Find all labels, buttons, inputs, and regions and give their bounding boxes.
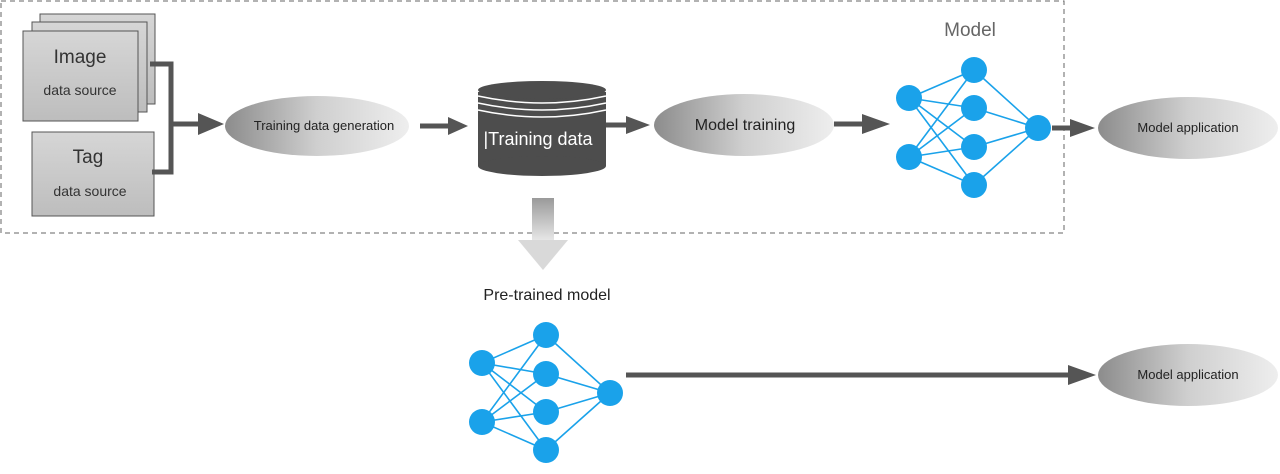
- arrow-database-to-training-head: [626, 116, 650, 134]
- network-edge: [908, 69, 975, 158]
- trained-model-network-icon: [896, 57, 1051, 198]
- network-node: [896, 85, 922, 111]
- image-source-title: Image: [54, 47, 107, 68]
- network-node: [533, 322, 559, 348]
- network-node: [533, 437, 559, 463]
- pretrained-model-label: Pre-trained model: [483, 287, 610, 304]
- training-data-generation-node: Training data generation: [225, 96, 409, 156]
- network-node: [533, 361, 559, 387]
- network-node: [896, 144, 922, 170]
- network-node: [961, 95, 987, 121]
- network-edge: [973, 69, 1039, 129]
- model-application-node-top: Model application: [1098, 97, 1278, 159]
- model-training-node: Model training: [654, 94, 834, 156]
- model-region-boundary: [0, 0, 1065, 234]
- network-edge: [481, 334, 547, 423]
- model-application-label-bottom: Model application: [1137, 367, 1238, 382]
- arrow-pretrained-to-application-head: [1068, 365, 1096, 385]
- network-node: [961, 172, 987, 198]
- down-arrow: [518, 198, 568, 270]
- network-edge: [973, 127, 1039, 186]
- tag-source-title: Tag: [73, 147, 104, 168]
- network-node: [1025, 115, 1051, 141]
- image-source-subtitle: data source: [43, 82, 116, 98]
- arrow-training-to-model-head: [862, 114, 890, 134]
- network-node: [533, 399, 559, 425]
- network-edge: [908, 107, 975, 158]
- tag-data-source: Tag data source: [31, 131, 155, 217]
- model-application-label-top: Model application: [1137, 120, 1238, 135]
- network-edge: [545, 392, 611, 451]
- network-node: [469, 350, 495, 376]
- pretrained-model-network-icon: [469, 322, 623, 463]
- tag-source-subtitle: data source: [53, 183, 126, 199]
- network-node: [597, 380, 623, 406]
- network-node: [961, 57, 987, 83]
- model-application-node-bottom: Model application: [1098, 344, 1278, 406]
- network-edge: [908, 97, 975, 148]
- model-region-label: Model: [944, 20, 996, 41]
- training-data-database: |Training data: [477, 81, 607, 176]
- network-node: [961, 134, 987, 160]
- network-edge: [481, 362, 547, 413]
- arrow-model-to-application-head: [1070, 119, 1095, 137]
- network-edge: [545, 334, 611, 394]
- image-data-source: Image data source: [22, 13, 156, 122]
- training-data-label: |Training data: [483, 129, 593, 149]
- training-data-generation-label: Training data generation: [254, 118, 394, 133]
- model-training-label: Model training: [695, 117, 796, 134]
- network-edge: [481, 373, 547, 423]
- network-node: [469, 409, 495, 435]
- sources-connector: [150, 61, 224, 175]
- network-edge: [481, 362, 547, 451]
- network-edge: [908, 97, 975, 186]
- arrow-generation-to-database-head: [448, 117, 468, 135]
